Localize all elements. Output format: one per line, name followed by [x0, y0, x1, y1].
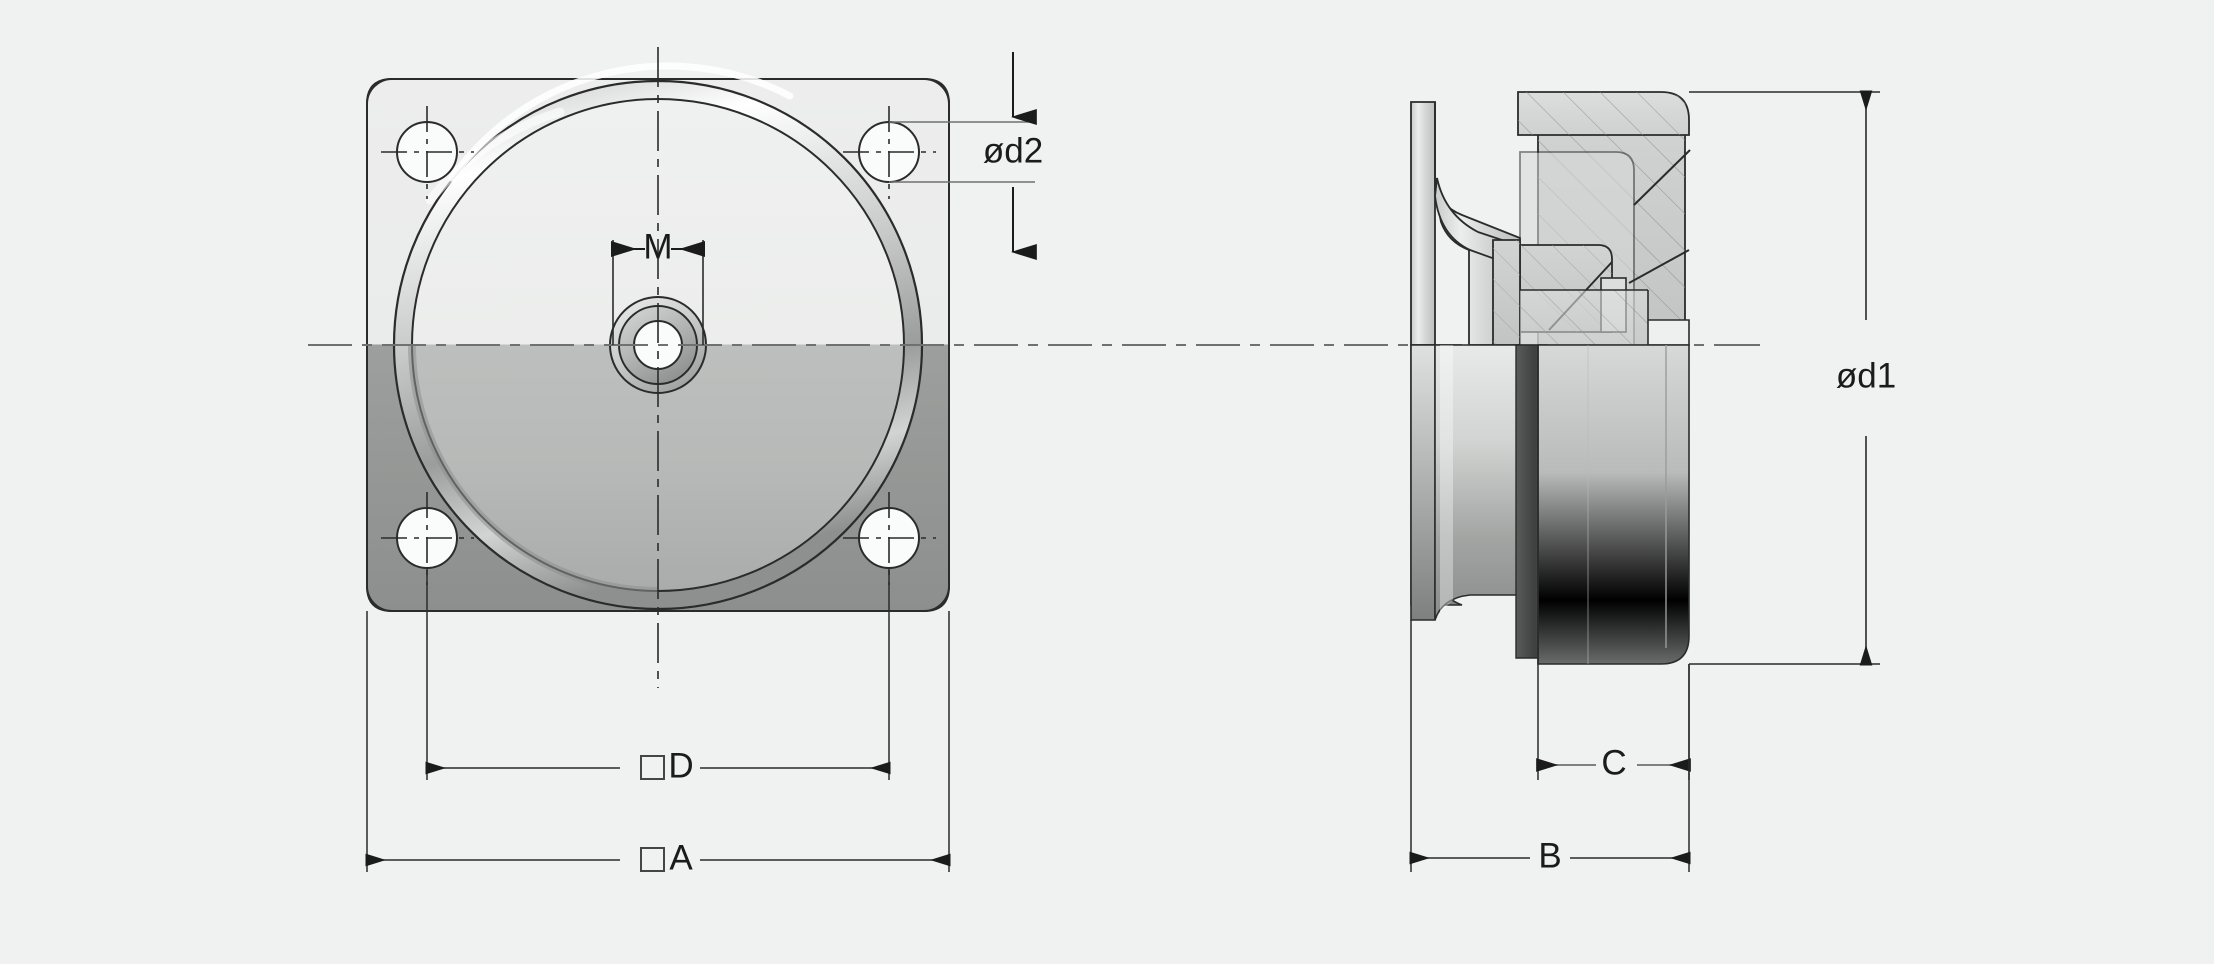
section-horn-highlight [1440, 345, 1453, 613]
section-race-chamfer-2 [1628, 249, 1690, 284]
dimension-label-d2: ød2 [983, 131, 1043, 170]
section-flange-lip-upper [1410, 101, 1436, 346]
dimension-b: B [1409, 620, 1691, 875]
dimension-label-b: B [1538, 836, 1561, 875]
dimension-label-d: D [668, 746, 693, 785]
section-top-band-hatch [1518, 92, 1689, 135]
ring-highlight [448, 62, 794, 182]
section-lip-lower-body [1410, 344, 1436, 621]
section-shelf-notch [1647, 290, 1690, 346]
section-bottom-shelf-hatch [1520, 290, 1648, 345]
section-view [1410, 91, 1691, 665]
square-symbol-a-icon [640, 847, 665, 872]
dimension-label-m: M [643, 227, 672, 266]
section-horn-lower [1434, 344, 1521, 621]
section-outer-cylinder-lower [1537, 344, 1690, 665]
dimension-label-a: A [669, 838, 693, 877]
section-shaft-hatch [1493, 240, 1520, 345]
section-race-chamfer [1633, 149, 1691, 206]
dimension-d2: ød2 [889, 52, 1043, 261]
ring-highlight-2 [425, 107, 565, 205]
front-view [366, 47, 950, 688]
dimension-d1: ød1 [1689, 90, 1896, 666]
square-symbol-d-icon [640, 755, 665, 780]
mounting-hole-centerlines [381, 106, 936, 585]
dimension-m: M [610, 227, 706, 345]
dimension-a: A [365, 611, 951, 877]
face-inner-shadow [408, 344, 659, 595]
dimension-label-c: C [1601, 743, 1626, 782]
dimension-label-d1: ød1 [1836, 356, 1896, 395]
dimension-d: D [425, 568, 891, 785]
